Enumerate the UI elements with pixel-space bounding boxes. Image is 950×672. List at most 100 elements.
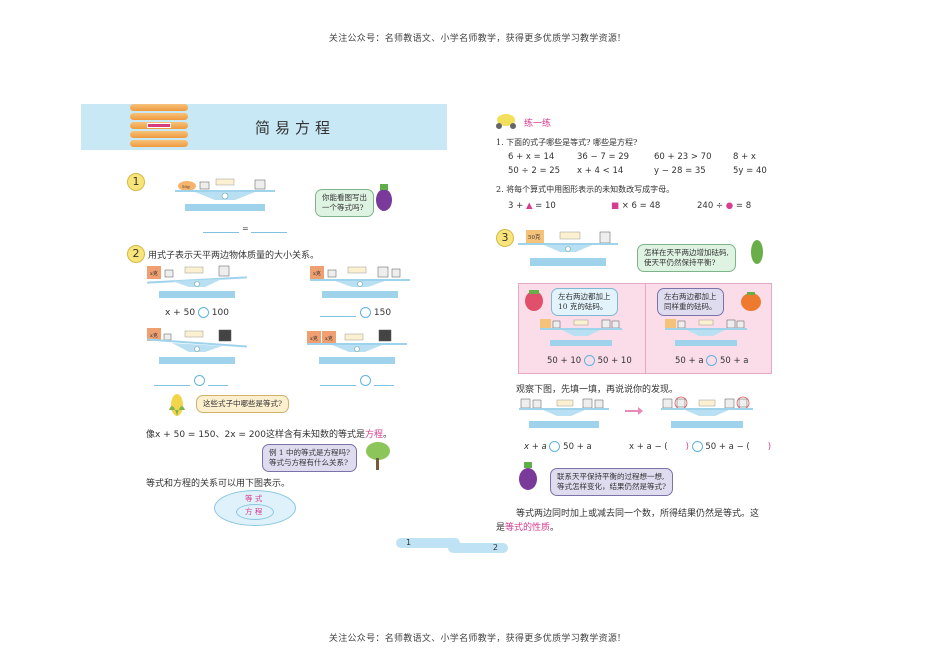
q1-prompt: 1. 下面的式子哪些是等式? 哪些是方程? [496, 138, 638, 147]
eggplant-mascot-icon [376, 184, 392, 211]
triangle-icon: ▲ [525, 201, 533, 211]
compare-circle-observe-left[interactable] [549, 441, 561, 452]
q1-row-1-col-4: 8 + x [733, 152, 756, 162]
tree-mascot-icon [366, 442, 390, 470]
strawberry-mascot-icon [525, 290, 543, 311]
scale-3-blank-left[interactable] [154, 385, 190, 386]
diagram-inner-ellipse [236, 504, 274, 520]
panel-divider [645, 283, 646, 374]
observe-right-close-1: ) [685, 442, 689, 452]
q1-row-2-col-4: 5y = 40 [733, 166, 767, 176]
definition-term: 方程 [365, 430, 384, 440]
q2-item-3-before: 240 ÷ [697, 201, 726, 211]
property-line-1: 等式两边同时加上或减去同一个数，所得结果仍然是等式。这 [516, 509, 760, 519]
q2-item-3-after: = 8 [733, 201, 752, 211]
q2-item-2-after: × 6 = 48 [619, 201, 661, 211]
watermark-bottom: 关注公众号：名师教语文、小学名师教学，获得更多优质学习教学资源! [328, 634, 622, 644]
svg-text:50g: 50g [182, 184, 190, 189]
page-number-1: 1 [396, 538, 460, 548]
property-line-2: 是等式的性质。 [496, 520, 559, 533]
compare-circle-3[interactable] [194, 375, 205, 386]
q1-row-2-col-3: y − 28 = 35 [654, 166, 706, 176]
q1-row-2-col-1: 50 ÷ 2 = 25 [508, 166, 561, 176]
q1-row-1-col-1: 6 + x = 14 [508, 152, 555, 162]
balance-scale-2-icon: x克 [310, 266, 410, 298]
q2-prompt: 2. 将每个算式中用图形表示的未知数改写成字母。 [496, 185, 675, 194]
panel-left-expression: 50 + 10 50 + 10 [547, 355, 632, 366]
circle-shape-icon: ● [725, 201, 734, 211]
speech-bubble-tomato: 左右两边都加上 同样重的砝码。 [657, 288, 724, 316]
observe-right-expr-b: 50 + a − ( [705, 442, 750, 452]
panel-right-expr-right: 50 + a [719, 356, 749, 366]
observe-right-close-2: ) [767, 442, 772, 452]
property-end: 。 [550, 523, 560, 533]
property-prefix: 是 [496, 523, 506, 533]
eq1-blank-right[interactable] [251, 232, 287, 233]
balance-scale-4-icon: x克 x克 [307, 329, 407, 364]
speech-bubble-eggplant-2: 联系天平保持平衡的过程想一想, 等式怎样变化，结果仍然是等式? [550, 468, 674, 496]
compare-circle-2[interactable] [360, 307, 371, 318]
eggplant-mascot-2-icon [519, 462, 537, 490]
speech-bubble-eggplant: 你能看图写出 一个等式吗? [315, 189, 374, 217]
q2-item-2: ■ × 6 = 48 [611, 201, 660, 211]
scale-1-expression: x + 50 100 [165, 307, 229, 318]
watermark-top: 关注公众号：名师教语文、小学名师教学，获得更多优质学习教学资源! [328, 34, 622, 44]
balance-scale-panel-left-icon [540, 319, 622, 346]
speech-bubble-tree: 例 1 中的等式是方程吗? 等式与方程有什么关系? [262, 444, 358, 472]
diagram-outer-label: 等 式 [245, 494, 263, 503]
unit-title: 简易方程 [255, 119, 336, 137]
speech-bubble-grasshopper: 怎样在天平两边增加砝码, 使天平仍然保持平衡? [637, 244, 736, 272]
corn-mascot-icon [169, 394, 185, 416]
balance-scale-icon: 50g [175, 178, 275, 211]
scale-2-blank[interactable] [320, 316, 356, 317]
square-icon: ■ [611, 201, 620, 211]
example-2-instruction: 用式子表示天平两边物体质量的大小关系。 [148, 251, 320, 261]
definition-end: 。 [383, 430, 393, 440]
arrow-right-icon [625, 410, 639, 412]
definition-expr-1: x + 50 = 150 [155, 430, 216, 440]
scale-2-expression: 150 [360, 307, 391, 318]
grasshopper-mascot-icon [751, 240, 763, 264]
scale-4-blank-left[interactable] [320, 385, 356, 386]
arrow-head-icon [638, 407, 643, 415]
compare-circle-panel-right[interactable] [706, 355, 718, 366]
q1-row-1-col-3: 60 + 23 > 70 [654, 152, 712, 162]
tomato-mascot-icon [741, 292, 761, 311]
unit-number-stripes [130, 104, 188, 150]
compare-circle-observe-right[interactable] [691, 441, 703, 452]
eq1-blank-left[interactable] [203, 232, 239, 233]
balance-scale-1-icon: x克 [147, 265, 247, 298]
panel-left-expr-right: 50 + 10 [597, 356, 632, 366]
scale-4-blank-right[interactable] [374, 385, 394, 386]
observe-right-expr-a: x + a − ( [629, 442, 668, 452]
q2-item-3: 240 ÷ ● = 8 [697, 201, 751, 211]
practice-label: 练一练 [524, 119, 552, 129]
q2-item-1: 3 + ▲ = 10 [508, 201, 556, 211]
q2-item-1-before: 3 + [508, 201, 526, 211]
observe-left-expr-a: x + a [524, 442, 547, 452]
definition-suffix: 这样含有未知数的等式是 [266, 430, 366, 440]
example-2-badge: 2 [127, 245, 145, 263]
compare-circle-1[interactable] [197, 307, 209, 318]
relation-text: 等式和方程的关系可以用下图表示。 [146, 479, 291, 489]
observe-expression-left: x + a 50 + a [524, 441, 592, 452]
definition-separator: 、 [215, 430, 225, 440]
q2-item-1-after: = 10 [532, 201, 556, 211]
practice-mascot-icon [496, 114, 516, 129]
compare-circle-panel-left[interactable] [583, 355, 595, 366]
example-1-badge: 1 [127, 173, 145, 191]
q1-row-2-col-2: x + 4 < 14 [577, 166, 624, 176]
scale-3-blank-right[interactable] [208, 385, 228, 386]
definition-expr-2: 2x = 200 [224, 430, 267, 440]
eq1-equals: = [242, 224, 249, 233]
svg-text:x克: x克 [313, 271, 321, 277]
compare-circle-4[interactable] [360, 375, 371, 386]
svg-text:x克: x克 [325, 336, 333, 342]
speech-bubble-corn: 这些式子中哪些是等式? [196, 395, 290, 413]
diagram-inner-label: 方 程 [245, 507, 263, 516]
svg-text:x克: x克 [310, 336, 318, 342]
scale-1-right-expr: 100 [211, 308, 229, 318]
balance-scale-panel-right-icon [665, 319, 747, 346]
observe-left-expr-b: 50 + a [563, 442, 592, 452]
svg-text:x克: x克 [150, 333, 158, 339]
